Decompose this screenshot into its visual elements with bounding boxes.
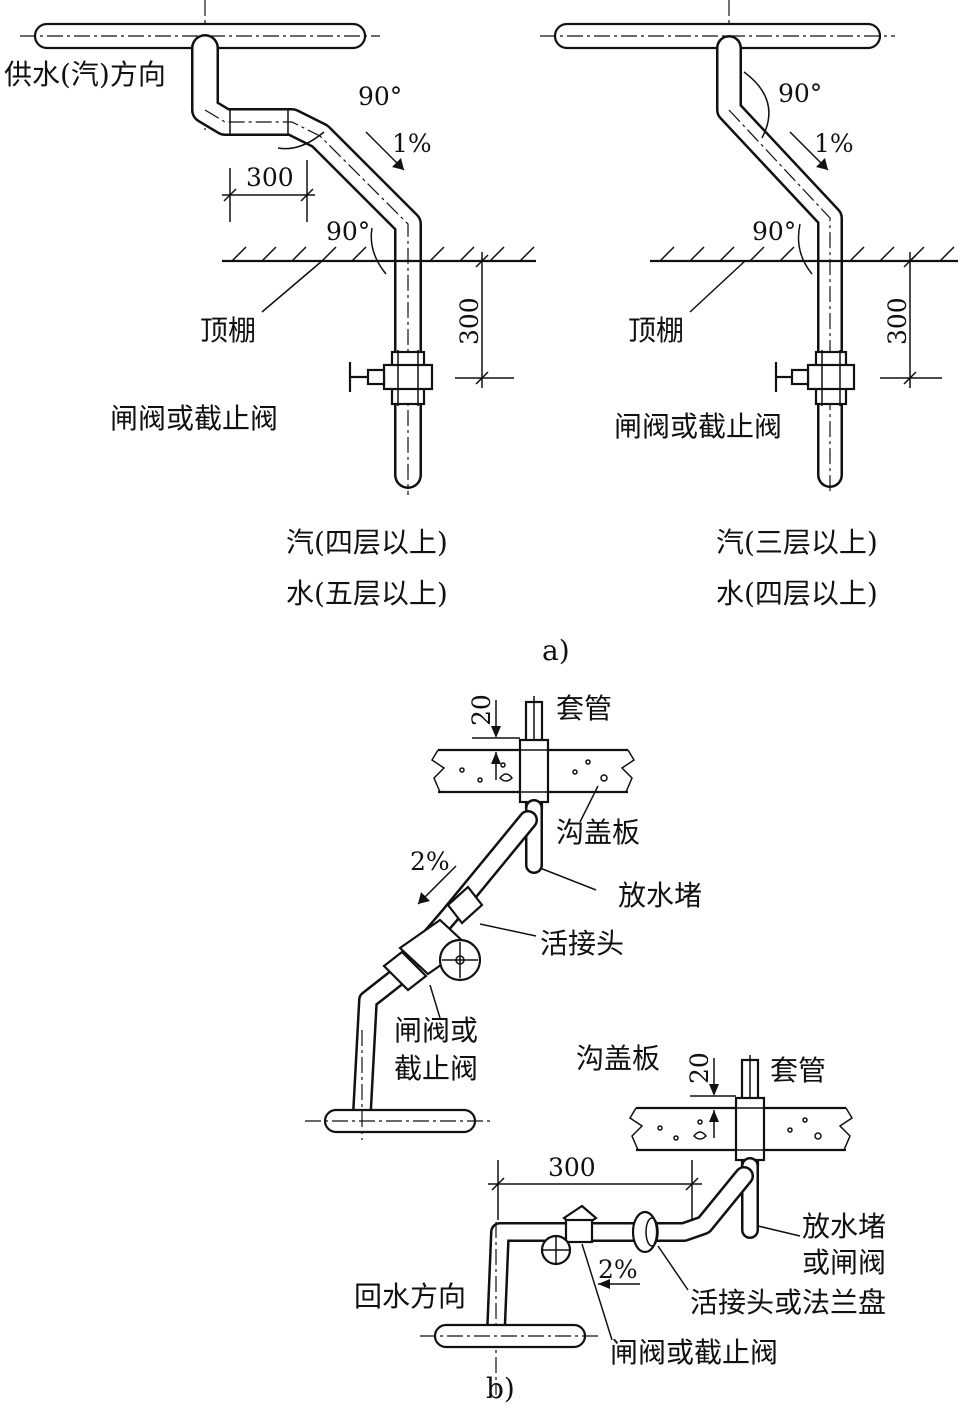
label-union: 活接头 <box>540 927 624 960</box>
figure-a-right <box>540 0 958 495</box>
label-dim-20-lower: 20 <box>685 1052 714 1084</box>
label-valve-lower: 闸阀或截止阀 <box>610 1336 778 1369</box>
label-return-direction: 回水方向 <box>354 1280 466 1313</box>
label-trench-cover-upper: 沟盖板 <box>556 816 640 849</box>
label-valve-upper-2: 截止阀 <box>394 1052 478 1085</box>
label-trench-cover-lower: 沟盖板 <box>576 1042 660 1075</box>
label-angle-bottom: 90° <box>326 217 370 246</box>
label-sleeve-upper: 套管 <box>556 692 612 725</box>
labels: 供水(汽)方向 90° 1% 300 90° 顶棚 300 闸阀或截止阀 汽(四… <box>4 58 912 1405</box>
label-dim-20-upper: 20 <box>467 694 496 726</box>
label-angle-bottom-right: 90° <box>752 217 796 246</box>
label-dim-vertical: 300 <box>455 297 484 345</box>
caption-water-right: 水(四层以上) <box>716 577 878 610</box>
label-angle-top: 90° <box>358 82 402 111</box>
label-slope-upper: 2% <box>410 847 450 876</box>
label-angle-top-right: 90° <box>778 79 822 108</box>
label-union-or-flange: 活接头或法兰盘 <box>690 1286 886 1319</box>
label-slope-right: 1% <box>814 129 854 158</box>
panel-label-a: a) <box>542 634 570 667</box>
union-upper <box>446 885 484 925</box>
caption-water-left: 水(五层以上) <box>286 577 448 610</box>
figure-b-lower <box>420 1055 854 1395</box>
valve-left <box>348 350 434 406</box>
valve-right <box>774 350 856 406</box>
caption-steam-left: 汽(四层以上) <box>286 526 448 559</box>
label-drain-lower-2: 或闸阀 <box>802 1246 886 1279</box>
label-dim-300-lower: 300 <box>548 1153 596 1182</box>
label-ceiling: 顶棚 <box>200 314 256 347</box>
label-drain-plug: 放水堵 <box>618 879 702 912</box>
caption-steam-right: 汽(三层以上) <box>716 526 878 559</box>
label-supply-direction: 供水(汽)方向 <box>4 58 166 91</box>
union-or-flange-lower <box>631 1210 659 1254</box>
label-drain-lower-1: 放水堵 <box>802 1210 886 1243</box>
angle-arc-bottom-right <box>797 223 813 275</box>
angle-arc-top-right <box>743 71 770 139</box>
ceiling-leader <box>261 260 323 313</box>
label-valve: 闸阀或截止阀 <box>110 402 278 435</box>
label-valve-right: 闸阀或截止阀 <box>614 410 782 443</box>
figure-b-upper <box>305 696 636 1140</box>
angle-arc-bottom <box>370 227 387 275</box>
label-valve-upper-1: 闸阀或 <box>394 1014 478 1047</box>
angle-arc-top <box>277 131 325 150</box>
label-slope-lower: 2% <box>598 1255 638 1284</box>
label-dim-horizontal: 300 <box>246 163 294 192</box>
label-ceiling-right: 顶棚 <box>628 314 684 347</box>
panel-label-b: b) <box>486 1372 515 1405</box>
ceiling-leader-right <box>689 260 746 313</box>
label-slope: 1% <box>392 129 432 158</box>
label-dim-vertical-right: 300 <box>883 297 912 345</box>
figure-a-left <box>20 0 536 495</box>
label-sleeve-lower: 套管 <box>770 1054 826 1087</box>
